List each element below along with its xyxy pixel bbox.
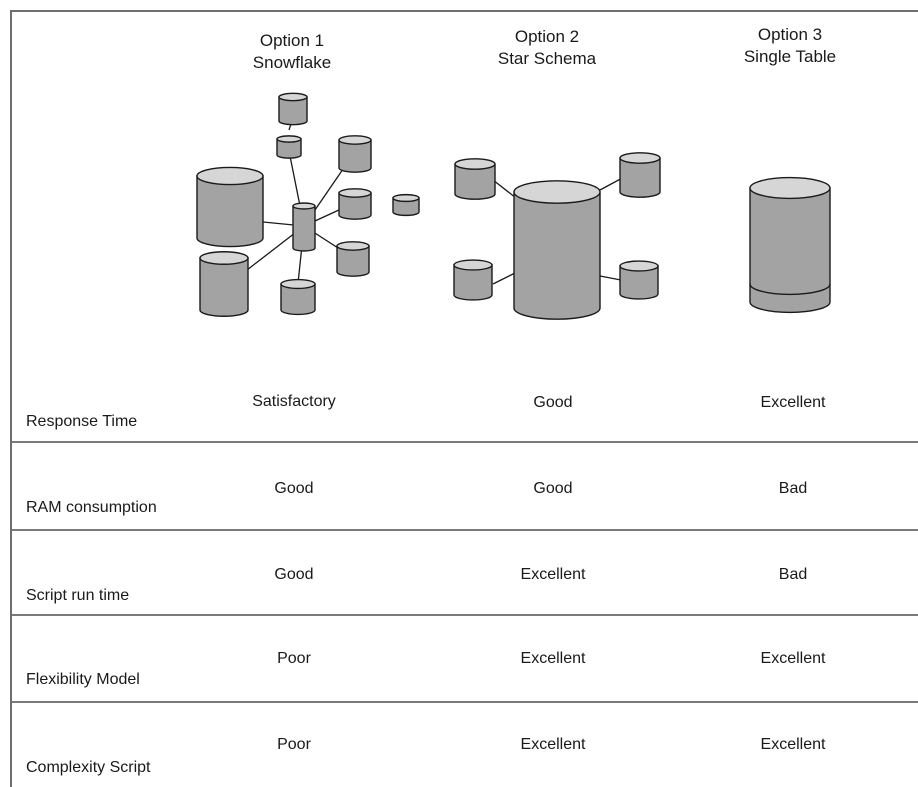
cell-flexibility-model-option-2: Excellent [520,650,586,667]
cell-response-time-option-1: Satisfactory [252,393,336,410]
option-3-header: Option 3 Single Table [680,24,900,68]
cell-script-run-time-option-3: Bad [778,566,808,583]
option-3-name: Single Table [743,47,837,66]
star-dimension-table [619,152,661,198]
star-dimension-table [453,259,493,301]
option-3-number: Option 3 [757,25,823,44]
snowflake-table [338,135,372,173]
snowflake-table [280,278,316,316]
row-divider [12,441,918,443]
snowflake-table [392,193,420,217]
snowflake-table [278,92,308,126]
snowflake-hub-table [292,202,316,252]
cell-ram-consumption-option-2: Good [533,480,573,497]
option-2-number: Option 2 [514,27,580,46]
row-divider [12,614,918,616]
option-2-header: Option 2 Star Schema [437,26,657,70]
cell-complexity-script-option-3: Excellent [760,736,826,753]
option-1-header: Option 1 Snowflake [182,30,402,74]
row-label-flexibility-model: Flexibility Model [26,671,140,688]
cell-ram-consumption-option-3: Bad [778,480,808,497]
schema-diagrams [196,92,831,320]
row-label-ram-consumption: RAM consumption [26,499,157,516]
cell-script-run-time-option-1: Good [274,566,314,583]
star-fact-table [513,180,601,320]
row-divider [12,529,918,531]
cell-script-run-time-option-2: Excellent [520,566,586,583]
frame-left-border [10,10,12,787]
star-dimension-table [619,260,659,300]
snowflake-table [196,166,264,248]
cell-complexity-script-option-1: Poor [277,736,311,753]
cell-response-time-option-2: Good [533,394,573,411]
cell-ram-consumption-option-1: Good [274,480,314,497]
snowflake-table [199,251,249,317]
snowflake-table [336,241,370,277]
option-2-name: Star Schema [497,49,597,68]
cell-response-time-option-3: Excellent [760,394,826,411]
cell-flexibility-model-option-3: Excellent [760,650,826,667]
snowflake-table [276,135,302,159]
snowflake-table [338,188,372,220]
row-label-script-run-time: Script run time [26,587,130,604]
row-label-response-time: Response Time [26,413,138,430]
frame-top-border [10,10,918,12]
option-1-number: Option 1 [259,31,325,50]
star-dimension-table [454,158,496,200]
row-divider [12,701,918,703]
cell-flexibility-model-option-1: Poor [277,650,311,667]
single-table [749,176,831,314]
cell-complexity-script-option-2: Excellent [520,736,586,753]
option-1-name: Snowflake [252,53,332,72]
row-label-complexity-script: Complexity Script [26,759,151,776]
